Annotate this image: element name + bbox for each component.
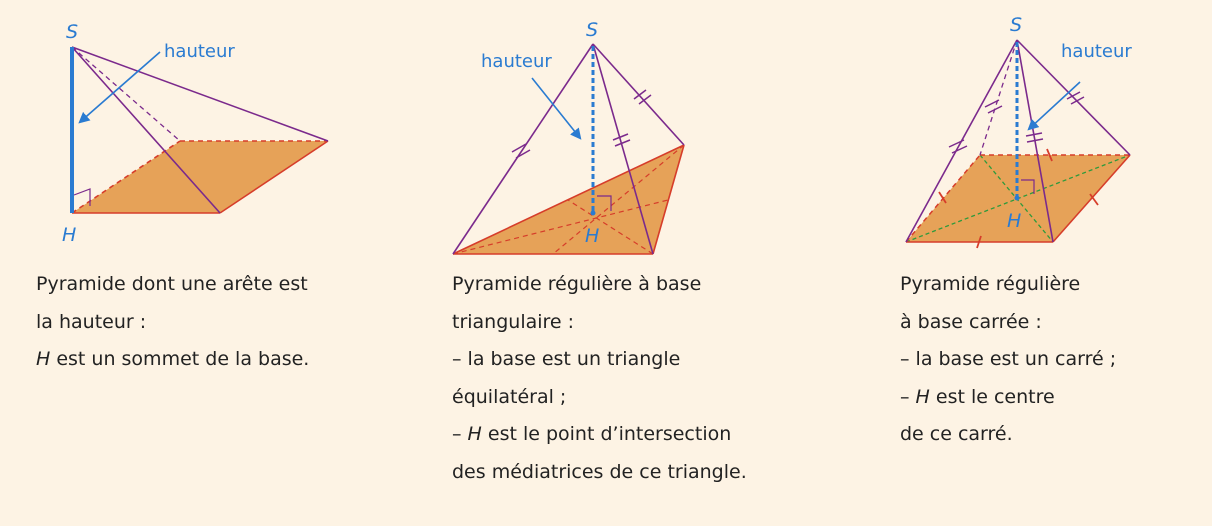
- figure-2-equal-ticks: [511, 89, 652, 159]
- caption-text: est un sommet de la base.: [50, 348, 310, 370]
- figure-3-pyramid-square-base: S H hauteur: [905, 14, 1132, 249]
- figure-2-base-edge: [452, 144, 685, 255]
- figure-2-foot-point: [590, 210, 596, 216]
- figure-1-lateral-edge: [71, 46, 329, 142]
- figure-2-pyramid-triangular-base: S H hauteur: [452, 19, 685, 255]
- figure-3-caption: Pyramide régulière à base carrée : – la …: [900, 266, 1116, 454]
- caption-text: –: [452, 423, 468, 445]
- figure-3-height-arrow: [1027, 81, 1081, 131]
- caption-line: – H est le centre: [900, 379, 1116, 417]
- caption-line: Pyramide dont une arête est: [36, 273, 308, 295]
- vertex-variable: H: [915, 385, 930, 408]
- figure-1-foot-label: H: [62, 224, 76, 246]
- figure-1-base: [72, 141, 328, 213]
- figure-2-height-arrow: [531, 77, 582, 140]
- figure-3-base-ticks: [938, 148, 1099, 249]
- caption-line: Pyramide régulière: [900, 273, 1081, 295]
- caption-line: H est un sommet de la base.: [36, 341, 309, 379]
- figure-1-lateral-edge: [71, 46, 221, 214]
- figure-3-height-label: hauteur: [1061, 41, 1132, 62]
- figure-1-pyramid-edge-height: S H hauteur: [62, 21, 329, 246]
- figure-2-foot-label: H: [585, 225, 599, 247]
- caption-line: à base carrée :: [900, 310, 1042, 333]
- figure-2-right-angle-mark: [597, 195, 612, 211]
- caption-line: Pyramide régulière à base: [452, 273, 702, 295]
- caption-line: la hauteur :: [36, 310, 147, 333]
- vertex-variable: H: [36, 348, 51, 370]
- figure-2-bisector: [552, 144, 685, 255]
- figure-2-caption: Pyramide régulière à base triangulaire :…: [452, 266, 747, 491]
- figure-1-apex-label: S: [66, 21, 78, 43]
- figure-1-height-label: hauteur: [164, 41, 235, 62]
- caption-line: équilatéral ;: [452, 385, 567, 408]
- figure-2-lateral-edge: [592, 43, 685, 146]
- figure-3-foot-label: H: [1007, 210, 1021, 232]
- figure-1-caption: Pyramide dont une arête est la hauteur :…: [36, 266, 309, 379]
- caption-line: de ce carré.: [900, 423, 1013, 445]
- caption-line: triangulaire :: [452, 310, 575, 333]
- figure-3-foot-point: [1014, 195, 1020, 201]
- caption-line: – la base est un triangle: [452, 348, 681, 370]
- caption-line: – H est le point d’intersection: [452, 416, 747, 454]
- figure-1-right-angle-mark: [73, 188, 91, 206]
- caption-text: est le centre: [929, 385, 1055, 408]
- figure-3-lateral-edge: [1016, 39, 1131, 156]
- figure-1-hidden-lateral-edge: [71, 46, 181, 142]
- caption-text: est le point d’intersection: [481, 423, 732, 445]
- figure-2-lateral-edge: [452, 43, 594, 255]
- figure-2-bisector: [452, 199, 669, 255]
- figure-2-bisector: [567, 199, 654, 255]
- caption-line: – la base est un carré ;: [900, 348, 1117, 370]
- figure-3-lateral-ticks: [948, 91, 1085, 154]
- caption-line: des médiatrices de ce triangle.: [452, 460, 747, 483]
- figure-1-base-edge: [219, 140, 329, 214]
- figure-2-base-edge: [652, 144, 685, 255]
- figure-2-apex-label: S: [586, 19, 598, 41]
- figure-2-lateral-edge: [592, 43, 654, 255]
- figure-3-apex-label: S: [1010, 14, 1022, 36]
- figure-3-right-angle-mark: [1021, 179, 1035, 194]
- figure-3-hidden-lateral-edge: [979, 39, 1018, 156]
- caption-text: –: [900, 385, 916, 408]
- figure-1-height-arrow: [78, 51, 161, 124]
- vertex-variable: H: [467, 423, 482, 445]
- figure-3-base-edge: [1052, 154, 1131, 243]
- figure-2-height-label: hauteur: [481, 51, 552, 72]
